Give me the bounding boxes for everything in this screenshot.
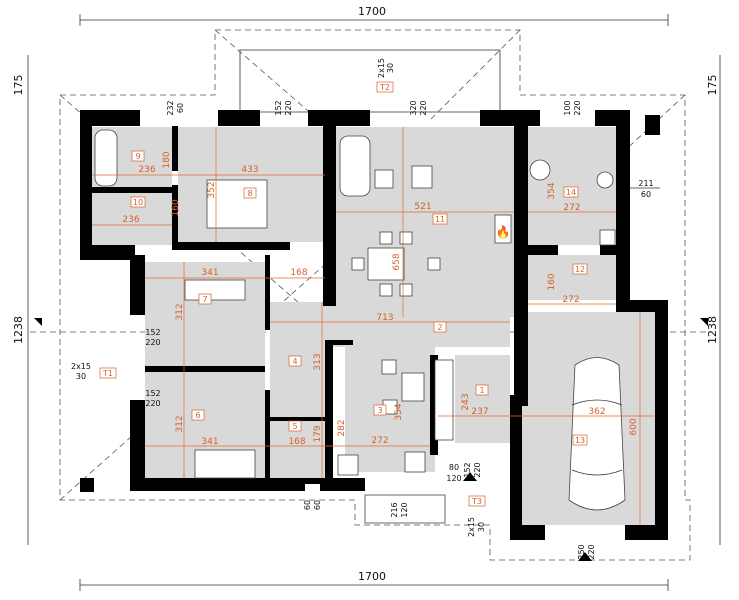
- dim-v: 600: [629, 418, 639, 435]
- opening-height: 120: [446, 474, 461, 483]
- left-top-dim: 175: [12, 75, 25, 96]
- opening-height: 60: [176, 103, 185, 113]
- dim-h: 362: [588, 407, 605, 417]
- opening-width: 100: [563, 100, 572, 115]
- left-main-dim: 1238: [12, 316, 25, 344]
- terrace-label: T3: [471, 497, 482, 506]
- dim-h: 341: [201, 268, 218, 278]
- opening-height: 220: [573, 100, 582, 115]
- opening-dimensions: 232 60 152 220 320 220 100 220 211 60 15…: [71, 58, 660, 560]
- room-number: 1: [479, 386, 484, 395]
- room-number: 13: [575, 436, 585, 445]
- dim-h: 168: [290, 268, 307, 278]
- opening-width: 152: [274, 100, 283, 115]
- opening-height: 120: [400, 502, 409, 517]
- room-number: 6: [195, 411, 200, 420]
- room-labels: 9 10 8 11 14 12 7 4 6 5 3 1 2 13 T1 T2 T…: [99, 81, 588, 507]
- dim-v: 354: [547, 182, 557, 199]
- terrace-label: T1: [102, 369, 113, 378]
- opening-width: 152: [145, 389, 160, 398]
- dim-h: 168: [288, 437, 305, 447]
- dim-v: 179: [313, 425, 323, 442]
- dim-v: 658: [392, 253, 402, 270]
- entrance-arrow-icon: [463, 472, 477, 481]
- bottom-width: 1700: [358, 570, 386, 583]
- room-number: 3: [377, 406, 382, 415]
- opening-width: 80: [449, 463, 459, 472]
- opening-width: 2x15: [377, 58, 386, 78]
- opening-height: 220: [587, 544, 596, 559]
- room-number: 14: [566, 188, 576, 197]
- opening-height: 30: [477, 522, 486, 532]
- room-number: 9: [135, 152, 140, 161]
- opening-width: 152: [463, 462, 472, 477]
- opening-height: 220: [419, 100, 428, 115]
- opening-width: 2x15: [71, 362, 91, 371]
- dim-h: 272: [562, 295, 579, 305]
- dim-v: 313: [313, 353, 323, 370]
- opening-height: 60: [641, 190, 651, 199]
- opening-height: 220: [145, 399, 160, 408]
- dim-h: 521: [414, 202, 431, 212]
- overall-dimensions: 1700 1700 175 1238 175 1238: [12, 5, 721, 591]
- dim-v: 352: [207, 181, 217, 198]
- opening-width: 320: [409, 100, 418, 115]
- sink: [404, 451, 426, 473]
- room-dimensions: 433 236 236 341 168 521 272 272 713 237 …: [92, 127, 655, 525]
- opening-height: 220: [473, 462, 482, 477]
- opening-height: 220: [284, 100, 293, 115]
- room-number: 10: [133, 198, 143, 207]
- dim-v: 180: [162, 151, 172, 168]
- opening-width: 250: [577, 544, 586, 559]
- dim-h: 713: [376, 313, 393, 323]
- room-number: 12: [575, 265, 585, 274]
- bathtub: [94, 129, 118, 187]
- dim-h: 236: [138, 165, 155, 175]
- furniture: 🔥: [94, 129, 626, 561]
- opening-height: 220: [145, 338, 160, 347]
- room-number: 4: [292, 357, 297, 366]
- terrace-label: T2: [379, 83, 390, 92]
- section-marker-icon: [34, 318, 42, 326]
- dining-table: [367, 247, 405, 281]
- dim-v: 160: [171, 199, 181, 216]
- dim-v: 160: [547, 273, 557, 290]
- dim-v: 312: [175, 415, 185, 432]
- dim-v: 243: [461, 393, 471, 410]
- right-main-dim: 1238: [706, 316, 719, 344]
- dim-h: 272: [563, 203, 580, 213]
- right-top-dim: 175: [706, 75, 719, 96]
- opening-width: 152: [145, 328, 160, 337]
- opening-width: 2x15: [467, 517, 476, 537]
- opening-height: 60: [313, 500, 322, 510]
- walls: [80, 110, 668, 540]
- dim-h: 237: [471, 407, 488, 417]
- opening-height: 30: [386, 63, 395, 73]
- room-number: 7: [202, 295, 207, 304]
- dim-h: 236: [122, 215, 139, 225]
- dim-v: 312: [175, 303, 185, 320]
- top-width: 1700: [358, 5, 386, 18]
- room-number: 2: [437, 323, 442, 332]
- opening-width: 211: [638, 179, 653, 188]
- bed: [206, 179, 268, 229]
- stove: [337, 454, 359, 476]
- opening-width: 232: [166, 100, 175, 115]
- dim-v: 354: [394, 403, 404, 420]
- opening-width: 60: [303, 500, 312, 510]
- room-number: 5: [292, 422, 297, 431]
- dim-v: 282: [337, 419, 347, 436]
- opening-height: 30: [76, 372, 86, 381]
- fireplace-icon: 🔥: [496, 225, 511, 239]
- dim-h: 341: [201, 437, 218, 447]
- car-icon: [568, 357, 626, 511]
- room-number: 8: [247, 189, 252, 198]
- room-number: 11: [435, 215, 445, 224]
- sofa: [339, 135, 371, 197]
- dim-h: 272: [371, 436, 388, 446]
- dim-h: 433: [241, 165, 258, 175]
- opening-width: 216: [390, 502, 399, 517]
